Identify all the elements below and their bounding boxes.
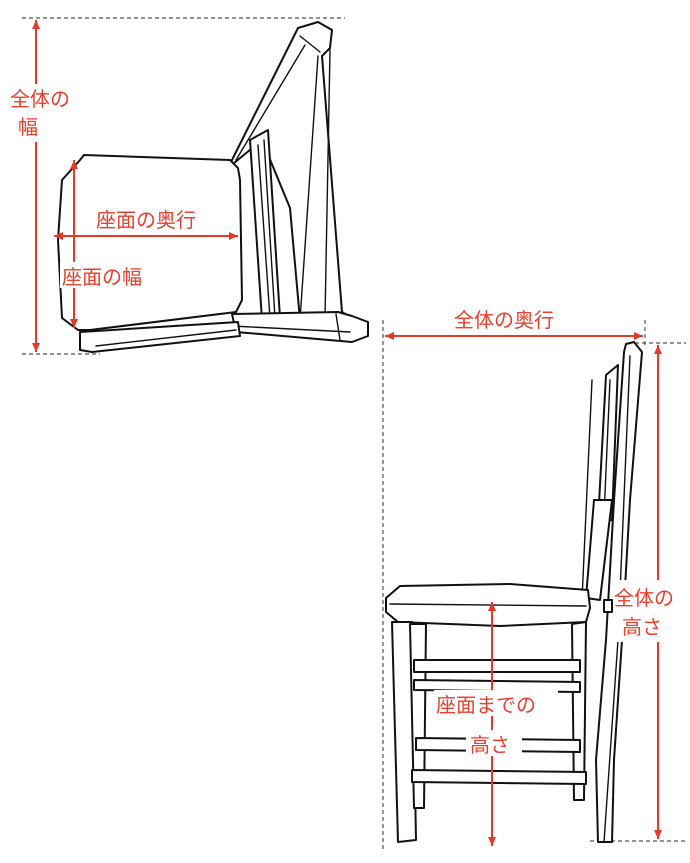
overall-width-label-2: 幅 bbox=[18, 115, 38, 139]
overall-width-label-1: 全体の bbox=[10, 87, 70, 111]
top-view-seat bbox=[57, 154, 243, 331]
seat-depth-label: 座面の奥行 bbox=[96, 208, 196, 232]
seat-width-label: 座面の幅 bbox=[62, 265, 142, 289]
side-view-stretchers bbox=[411, 659, 587, 785]
overall-depth-label: 全体の奥行 bbox=[454, 308, 554, 332]
overall-height-label-1: 全体の bbox=[614, 586, 674, 610]
side-view: 全体の奥行 全体の 高さ 座面までの 高さ bbox=[382, 305, 690, 850]
overall-height-label-2: 高さ bbox=[622, 615, 662, 639]
top-view-backrest bbox=[227, 21, 353, 321]
seat-height-label-2: 高さ bbox=[470, 733, 510, 757]
top-view-rear-rail bbox=[79, 311, 369, 353]
seat-height-label-1: 座面までの bbox=[436, 693, 536, 717]
top-view: 全体の 幅 座面の奥行 座面の幅 bbox=[6, 17, 369, 355]
